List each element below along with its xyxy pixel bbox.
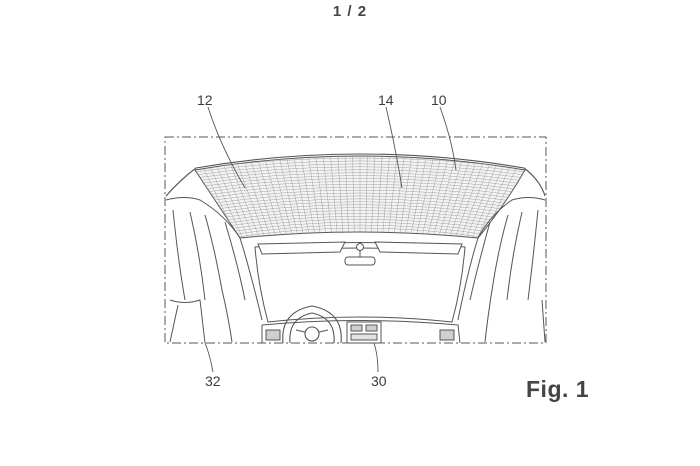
sun-visors	[257, 241, 463, 255]
left-a-pillar	[165, 197, 263, 344]
ref-numeral-12: 12	[197, 92, 213, 108]
headliner-outline	[165, 153, 546, 197]
steering-wheel	[282, 305, 342, 344]
right-a-pillar	[457, 197, 546, 343]
ref-numeral-14: 14	[378, 92, 394, 108]
glass-roof-panel	[194, 155, 526, 239]
leader-lines	[204, 106, 457, 373]
ref-numeral-32: 32	[205, 373, 221, 389]
figure-label: Fig. 1	[526, 376, 590, 402]
ref-numeral-30: 30	[371, 373, 387, 389]
center-console	[346, 321, 382, 344]
page-number: 1 / 2	[332, 3, 368, 20]
dashboard	[261, 320, 461, 344]
rear-view-mirror	[344, 243, 376, 266]
ref-numeral-10: 10	[431, 92, 447, 108]
